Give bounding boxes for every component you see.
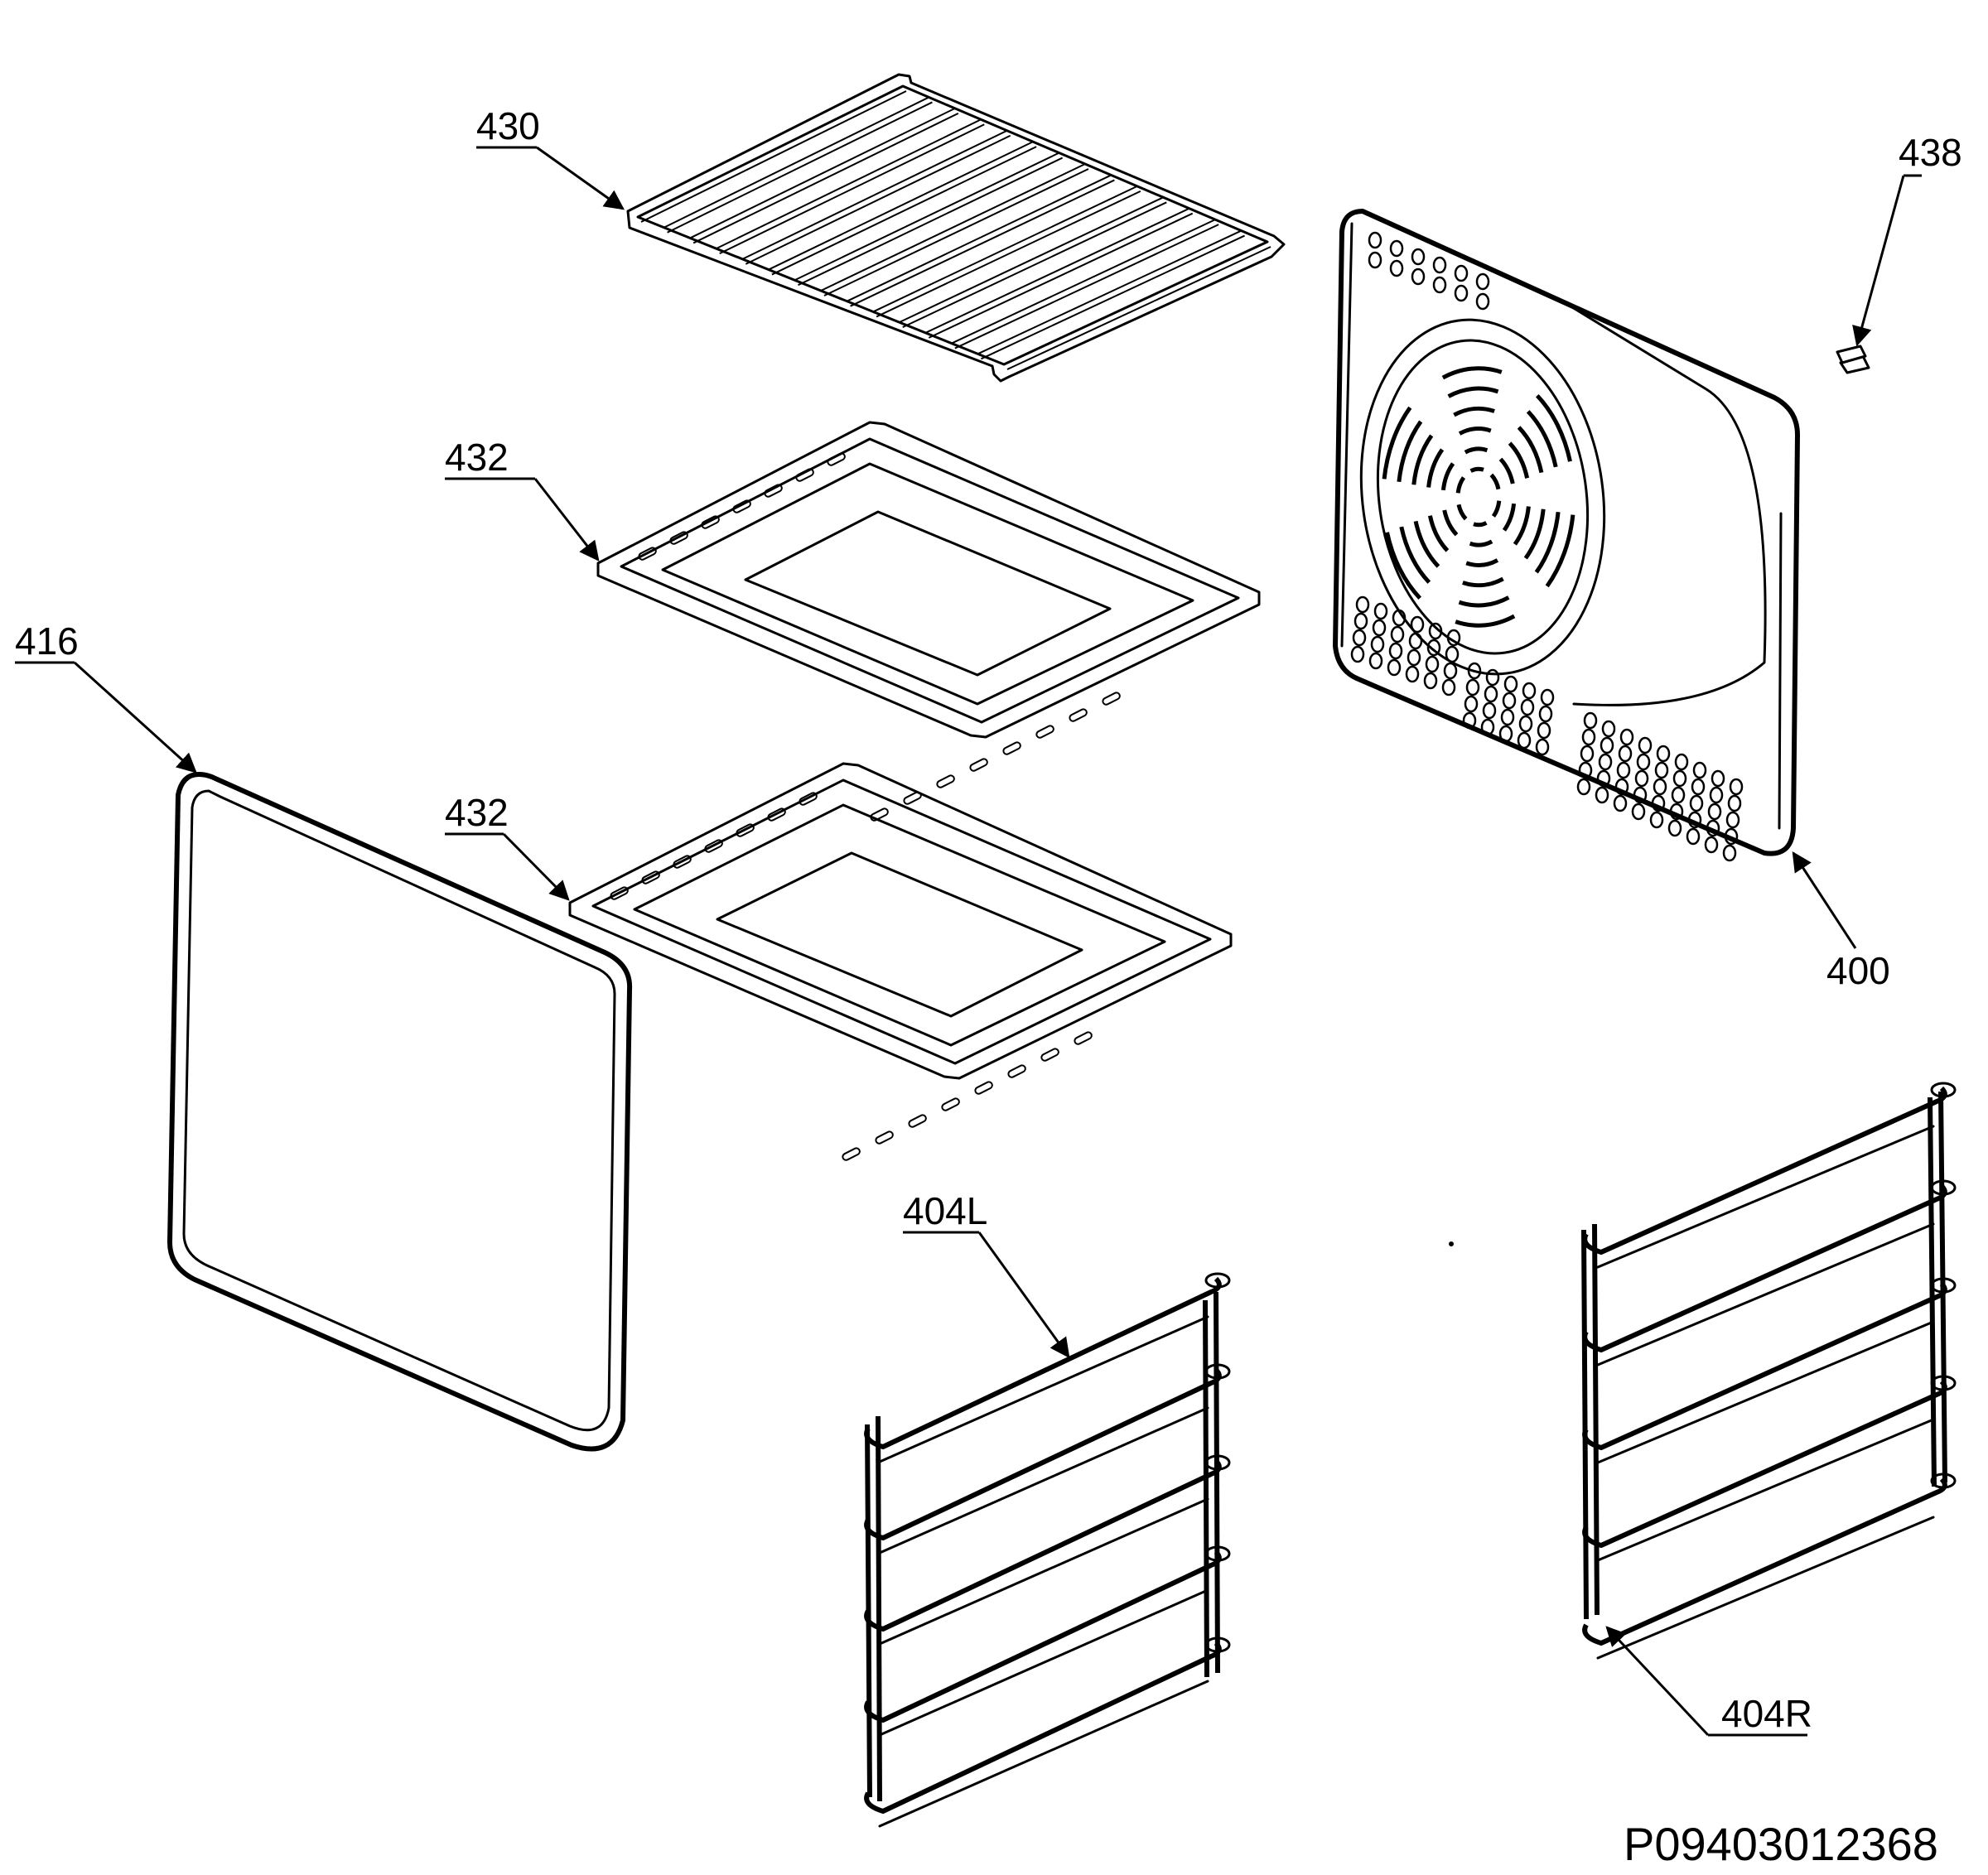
baking-tray-upper-part bbox=[596, 421, 1261, 822]
callout-label-404R: 404R bbox=[1721, 1692, 1812, 1735]
shelf-support-left-part bbox=[864, 1272, 1231, 1828]
callout-label-432-upper: 432 bbox=[445, 436, 509, 479]
callout-label-438: 438 bbox=[1899, 131, 1962, 174]
stray-mark bbox=[1449, 1241, 1454, 1246]
callout-432-upper: 432 bbox=[445, 436, 600, 562]
callout-label-432-lower: 432 bbox=[445, 791, 509, 834]
callout-label-400: 400 bbox=[1826, 949, 1890, 992]
drawing-number: P09403012368 bbox=[1624, 1818, 1938, 1870]
callout-416: 416 bbox=[15, 619, 197, 774]
shelf-support-right-part bbox=[1581, 1082, 1957, 1660]
callout-label-404L: 404L bbox=[903, 1189, 987, 1232]
callout-432-lower: 432 bbox=[445, 791, 570, 901]
baking-tray-lower-part bbox=[568, 762, 1233, 1161]
fan-cover-back-panel-part bbox=[1333, 209, 1800, 862]
callout-404R: 404R bbox=[1605, 1626, 1812, 1737]
callout-400: 400 bbox=[1792, 851, 1890, 992]
callout-label-416: 416 bbox=[15, 619, 79, 663]
wire-shelf-part bbox=[626, 73, 1286, 383]
callout-label-430: 430 bbox=[476, 104, 540, 147]
callout-404L: 404L bbox=[903, 1189, 1070, 1358]
door-glass-panel-part bbox=[167, 772, 633, 1452]
callout-430: 430 bbox=[476, 104, 625, 210]
clip-part bbox=[1836, 345, 1870, 374]
callout-438: 438 bbox=[1852, 131, 1962, 347]
